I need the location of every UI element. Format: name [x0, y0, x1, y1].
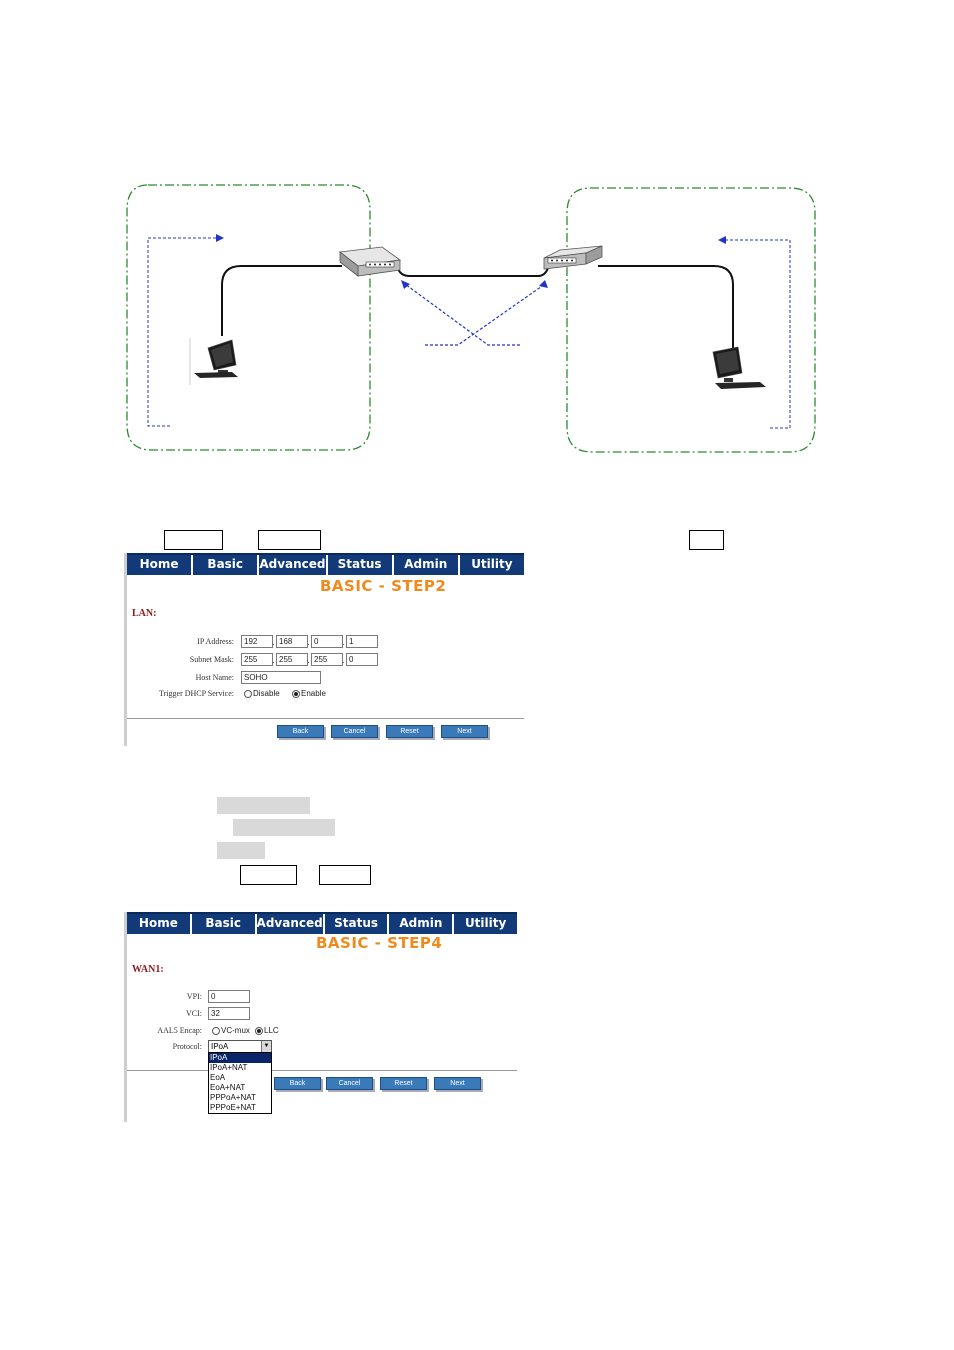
- step4-nav: Home Basic Advanced Status Admin Utility: [127, 912, 518, 934]
- dot-sep: .: [307, 637, 310, 647]
- protocol-option[interactable]: IPoA: [209, 1053, 271, 1063]
- text-box-2: [258, 530, 321, 550]
- ip-address-label: IP Address:: [197, 637, 234, 646]
- text-box-4: [240, 865, 297, 885]
- vpi-input[interactable]: 0: [208, 990, 250, 1003]
- dot-sep: .: [272, 655, 275, 665]
- wan-cable: [397, 267, 549, 277]
- dhcp-disable-label: Disable: [253, 689, 280, 698]
- protocol-selected: IPoA: [211, 1042, 229, 1051]
- protocol-option[interactable]: IPoA+NAT: [210, 1063, 248, 1072]
- tab-advanced[interactable]: Advanced: [259, 555, 328, 575]
- host-name-input[interactable]: SOHO: [241, 671, 321, 684]
- tab-status[interactable]: Status: [327, 555, 394, 575]
- step2-panel: Home Basic Advanced Status Admin Utility…: [124, 553, 524, 746]
- left-cable: [221, 265, 342, 336]
- encap-llc-label: LLC: [264, 1026, 279, 1035]
- vci-label: VCI:: [186, 1009, 202, 1018]
- protocol-option[interactable]: PPPoE+NAT: [210, 1103, 256, 1112]
- reset-button[interactable]: Reset: [386, 725, 433, 738]
- encap-vcmux-radio[interactable]: [212, 1027, 220, 1035]
- vci-input[interactable]: 32: [208, 1007, 250, 1020]
- dhcp-disable-radio[interactable]: [244, 690, 252, 698]
- text-box-1: [164, 530, 223, 550]
- ip-octet-3[interactable]: 0: [311, 635, 343, 648]
- subnet-mask-label: Subnet Mask:: [189, 655, 234, 664]
- back-button[interactable]: Back: [274, 1077, 321, 1090]
- tab-basic[interactable]: Basic: [191, 914, 257, 934]
- dot-sep: .: [342, 655, 345, 665]
- dot-sep: .: [307, 655, 310, 665]
- chevron-down-icon[interactable]: ▼: [261, 1041, 271, 1052]
- panel-edge: [124, 912, 127, 1122]
- next-button[interactable]: Next: [441, 725, 488, 738]
- mask-octet-1[interactable]: 255: [241, 653, 273, 666]
- tab-home[interactable]: Home: [127, 914, 192, 934]
- tab-status[interactable]: Status: [324, 914, 390, 934]
- cancel-button[interactable]: Cancel: [331, 725, 378, 738]
- back-button[interactable]: Back: [277, 725, 324, 738]
- tab-advanced[interactable]: Advanced: [256, 914, 325, 934]
- mask-octet-2[interactable]: 255: [276, 653, 308, 666]
- network-diagram: [126, 184, 816, 453]
- highlight-1: [217, 797, 310, 814]
- text-box-5: [319, 865, 371, 885]
- tab-utility[interactable]: Utility: [459, 555, 524, 575]
- encap-label: AAL5 Encap:: [157, 1026, 202, 1035]
- protocol-select[interactable]: IPoA ▼: [208, 1040, 272, 1053]
- ip-octet-4[interactable]: 1: [346, 635, 378, 648]
- mask-octet-4[interactable]: 0: [346, 653, 378, 666]
- section-label: WAN1:: [132, 964, 164, 975]
- ip-octet-2[interactable]: 168: [276, 635, 308, 648]
- right-flow-arrow: [726, 239, 791, 429]
- right-cable: [598, 265, 734, 350]
- vpi-label: VPI:: [186, 992, 202, 1001]
- reset-button[interactable]: Reset: [380, 1077, 427, 1090]
- left-flow-arrow: [147, 237, 216, 427]
- highlight-3: [217, 842, 265, 859]
- page-title: BASIC - STEP4: [316, 934, 443, 952]
- cross-arrow-a: [425, 283, 546, 346]
- ip-octet-1[interactable]: 192: [241, 635, 273, 648]
- left-computer-icon: [189, 338, 238, 385]
- dot-sep: .: [342, 637, 345, 647]
- protocol-option[interactable]: PPPoA+NAT: [210, 1093, 256, 1102]
- step4-panel: Home Basic Advanced Status Admin Utility…: [124, 912, 518, 1122]
- dhcp-enable-label: Enable: [301, 689, 326, 698]
- cancel-button[interactable]: Cancel: [326, 1077, 373, 1090]
- tab-utility[interactable]: Utility: [454, 914, 518, 934]
- tab-basic[interactable]: Basic: [193, 555, 260, 575]
- dot-sep: .: [272, 637, 275, 647]
- divider: [127, 1070, 517, 1071]
- highlight-2: [233, 819, 335, 836]
- mask-octet-3[interactable]: 255: [311, 653, 343, 666]
- host-name-label: Host Name:: [195, 673, 234, 682]
- protocol-option[interactable]: EoA+NAT: [210, 1083, 246, 1092]
- right-lan-zone: [566, 187, 816, 453]
- panel-edge: [124, 553, 127, 746]
- encap-llc-radio[interactable]: [255, 1027, 263, 1035]
- divider: [127, 718, 524, 719]
- left-router-icon: [338, 246, 402, 277]
- left-lan-zone: [126, 184, 371, 451]
- protocol-dropdown-list: IPoA IPoA+NAT EoA EoA+NAT PPPoA+NAT PPPo…: [208, 1052, 272, 1114]
- page-title: BASIC - STEP2: [320, 577, 447, 595]
- next-button[interactable]: Next: [434, 1077, 481, 1090]
- text-box-3: [689, 530, 724, 550]
- encap-vcmux-label: VC-mux: [221, 1026, 250, 1035]
- protocol-option[interactable]: EoA: [210, 1073, 226, 1082]
- tab-home[interactable]: Home: [127, 555, 194, 575]
- right-router-icon: [543, 245, 603, 270]
- cross-arrow-b: [404, 283, 520, 346]
- section-label: LAN:: [132, 608, 157, 619]
- tab-admin[interactable]: Admin: [389, 914, 455, 934]
- right-computer-icon: [712, 346, 766, 389]
- step2-nav: Home Basic Advanced Status Admin Utility: [127, 553, 524, 575]
- dhcp-enable-radio[interactable]: [292, 690, 300, 698]
- protocol-label: Protocol:: [172, 1042, 202, 1051]
- dhcp-label: Trigger DHCP Service:: [159, 689, 234, 698]
- tab-admin[interactable]: Admin: [393, 555, 460, 575]
